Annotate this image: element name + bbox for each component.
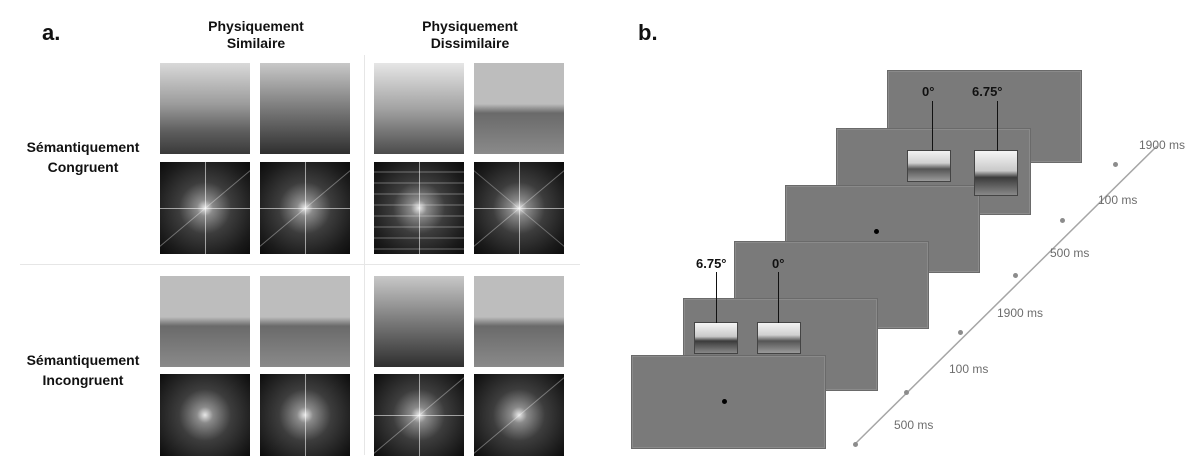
amplitude-spectrum [374, 162, 464, 254]
timeline-tick [1113, 162, 1118, 167]
duration-label: 500 ms [894, 418, 934, 432]
angle-leader-line [932, 101, 933, 151]
angle-leader-line [716, 272, 717, 323]
stimulus-image [694, 322, 738, 354]
amplitude-spectrum [260, 374, 350, 456]
duration-label: 100 ms [949, 362, 989, 376]
row-header-incongruent: Sémantiquement Incongruent [8, 350, 158, 390]
eccentricity-label: 0° [772, 256, 785, 271]
column-header-line: Similaire [226, 35, 286, 51]
eccentricity-label: 6.75° [972, 84, 1003, 99]
trial-screen-fixation-1 [631, 355, 826, 449]
angle-leader-line [997, 101, 998, 151]
scene-photo [474, 63, 564, 154]
column-header-physically-similar: Physiquement Similaire [166, 18, 346, 52]
timeline-tick [1060, 218, 1065, 223]
amplitude-spectrum [160, 374, 250, 456]
amplitude-spectrum [474, 374, 564, 456]
duration-label: 1900 ms [1139, 138, 1186, 152]
column-header-physically-dissimilar: Physiquement Dissimilaire [380, 18, 560, 52]
angle-leader-line [778, 272, 779, 323]
scene-photo [260, 276, 350, 367]
panel-b-label: b. [638, 20, 658, 45]
scene-photo [374, 276, 464, 367]
duration-label: 100 ms [1098, 193, 1138, 207]
column-header-line: Physiquement [422, 18, 518, 34]
eccentricity-label: 6.75° [696, 256, 727, 271]
amplitude-spectrum [260, 162, 350, 254]
fixation-point [722, 399, 727, 404]
scene-photo [160, 63, 250, 154]
column-header-line: Dissimilaire [430, 35, 510, 51]
duration-label: 1900 ms [997, 306, 1044, 320]
timeline-tick [904, 390, 909, 395]
timeline-tick [958, 330, 963, 335]
row-header-line: Sémantiquement [26, 352, 140, 368]
scene-photo [160, 276, 250, 367]
stimulus-image [907, 150, 951, 182]
duration-label: 500 ms [1050, 246, 1090, 260]
column-divider [364, 55, 365, 455]
row-header-line: Congruent [47, 159, 119, 175]
section-divider [20, 264, 580, 265]
scene-photo [474, 276, 564, 367]
row-header-congruent: Sémantiquement Congruent [8, 137, 158, 177]
scene-photo [374, 63, 464, 154]
stimulus-image [974, 150, 1018, 196]
timeline-tick [1013, 273, 1018, 278]
stimulus-image [757, 322, 801, 354]
amplitude-spectrum [160, 162, 250, 254]
eccentricity-label: 0° [922, 84, 935, 99]
row-header-line: Sémantiquement [26, 139, 140, 155]
row-header-line: Incongruent [42, 372, 124, 388]
fixation-point [874, 229, 879, 234]
panel-a-label: a. [42, 20, 61, 45]
timeline-tick [853, 442, 858, 447]
column-header-line: Physiquement [208, 18, 304, 34]
scene-photo [260, 63, 350, 154]
amplitude-spectrum [374, 374, 464, 456]
amplitude-spectrum [474, 162, 564, 254]
